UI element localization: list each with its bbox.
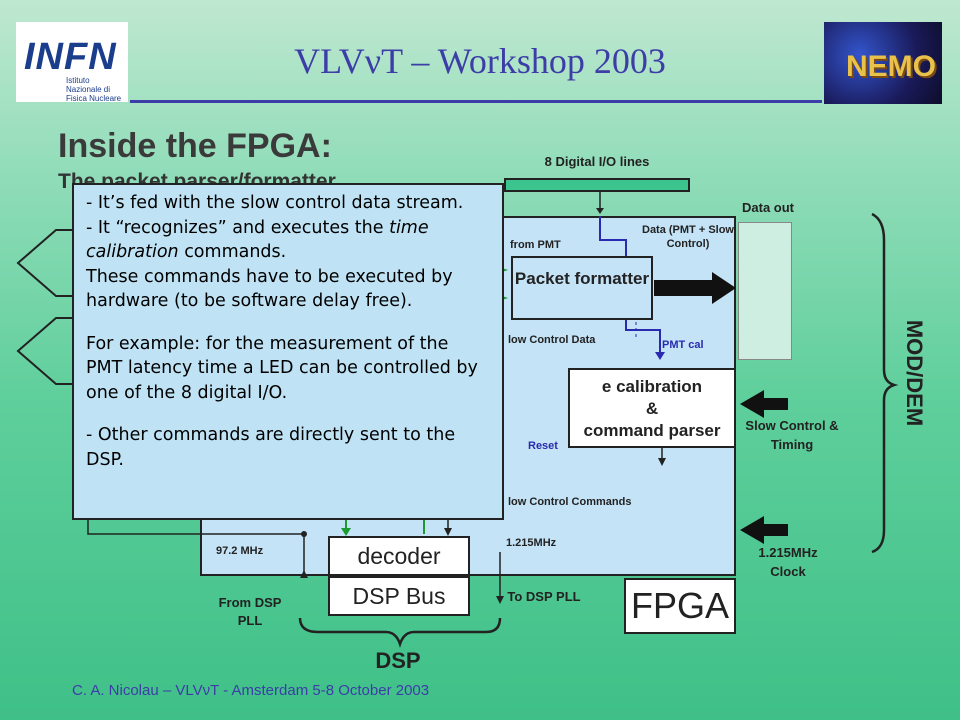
pmt-cal-wire (625, 320, 661, 356)
infn-logo-subtext: Istituto Nazionale di Fisica Nucleare (66, 76, 122, 103)
slow-control-commands-label: low Control Commands (508, 496, 632, 508)
clock-972-wire (87, 520, 304, 535)
cmd-arrowhead (658, 458, 666, 466)
time-calibration-block: e calibration & command parser (568, 368, 736, 448)
footer-text: C. A. Nicolau – VLVνT - Amsterdam 5-8 Oc… (72, 682, 430, 699)
dsp-bus-block: DSP Bus (328, 576, 470, 616)
popup-line-2-pre: - It “recognizes” and executes the (86, 217, 390, 238)
formatter-out-arrow (654, 272, 736, 304)
clock-arrow (740, 516, 788, 544)
popup-line-4: For example: for the measurement of the … (86, 333, 478, 403)
popup-line-2-emphasis: time calibration (86, 217, 429, 263)
decoder-block: decoder (328, 536, 470, 576)
popup-line-3: These commands have to be executed by ha… (86, 266, 453, 312)
slow-control-arrow (740, 390, 788, 418)
title-divider (130, 100, 822, 103)
pmt-cal-arrowhead (655, 352, 665, 360)
from-dsp-pll-label: From DSP PLL (218, 595, 282, 628)
slow-control-data-label: low Control Data (508, 334, 596, 346)
digital-io-label: 8 Digital I/O lines (544, 154, 650, 169)
reset-label: Reset (528, 440, 558, 452)
mod-dem-label-wrap: MOD/DEM (884, 300, 944, 460)
data-out-block (738, 222, 792, 360)
nemo-logo-text: NEMO (846, 50, 936, 83)
dsp-brace (298, 617, 502, 648)
data-pmt-sc-label: Data (PMT + Slow Control) (642, 224, 734, 250)
nemo-logo: NEMO (824, 22, 942, 104)
pmt-cal-label: PMT cal (662, 339, 704, 351)
clock-972-label: 97.2 MHz (216, 545, 264, 557)
to-dsp-pll-label: To DSP PLL (507, 589, 581, 604)
explanation-popup: - It’s fed with the slow control data st… (72, 183, 504, 520)
time-cal-line2: & (645, 399, 659, 418)
clock-input-label: 1.215MHz Clock (758, 545, 818, 579)
mod-dem-brace (871, 212, 899, 554)
dsp-label: DSP (375, 648, 421, 673)
data-wire (599, 216, 627, 256)
popup-line-1: - It’s fed with the slow control data st… (86, 193, 464, 213)
data-out-label: Data out (742, 200, 794, 215)
from-pmt-label: from PMT (510, 239, 561, 251)
fpga-label: FPGA (624, 578, 736, 634)
infn-logo-text: INFN (24, 36, 117, 78)
io-arrowhead (596, 208, 604, 214)
packet-formatter-block: Packet formatter (511, 256, 653, 320)
time-cal-line3: command parser (583, 421, 721, 440)
slide-heading: Inside the FPGA: (58, 127, 332, 165)
slow-control-timing-label: Slow Control & Timing (745, 418, 839, 452)
mod-dem-label: MOD/DEM (902, 319, 927, 427)
popup-line-5: - Other commands are directly sent to th… (86, 425, 456, 470)
clock-1215-label: 1.215MHz (506, 537, 557, 549)
popup-line-2-post: commands. (178, 242, 287, 262)
time-cal-line1: e calibration (601, 377, 703, 396)
digital-io-bar (504, 178, 690, 192)
popup-line-2: - It “recognizes” and executes the time … (86, 216, 490, 265)
infn-logo: INFN Istituto Nazionale di Fisica Nuclea… (16, 22, 128, 103)
slide-title: VLVνT – Workshop 2003 (294, 41, 666, 81)
